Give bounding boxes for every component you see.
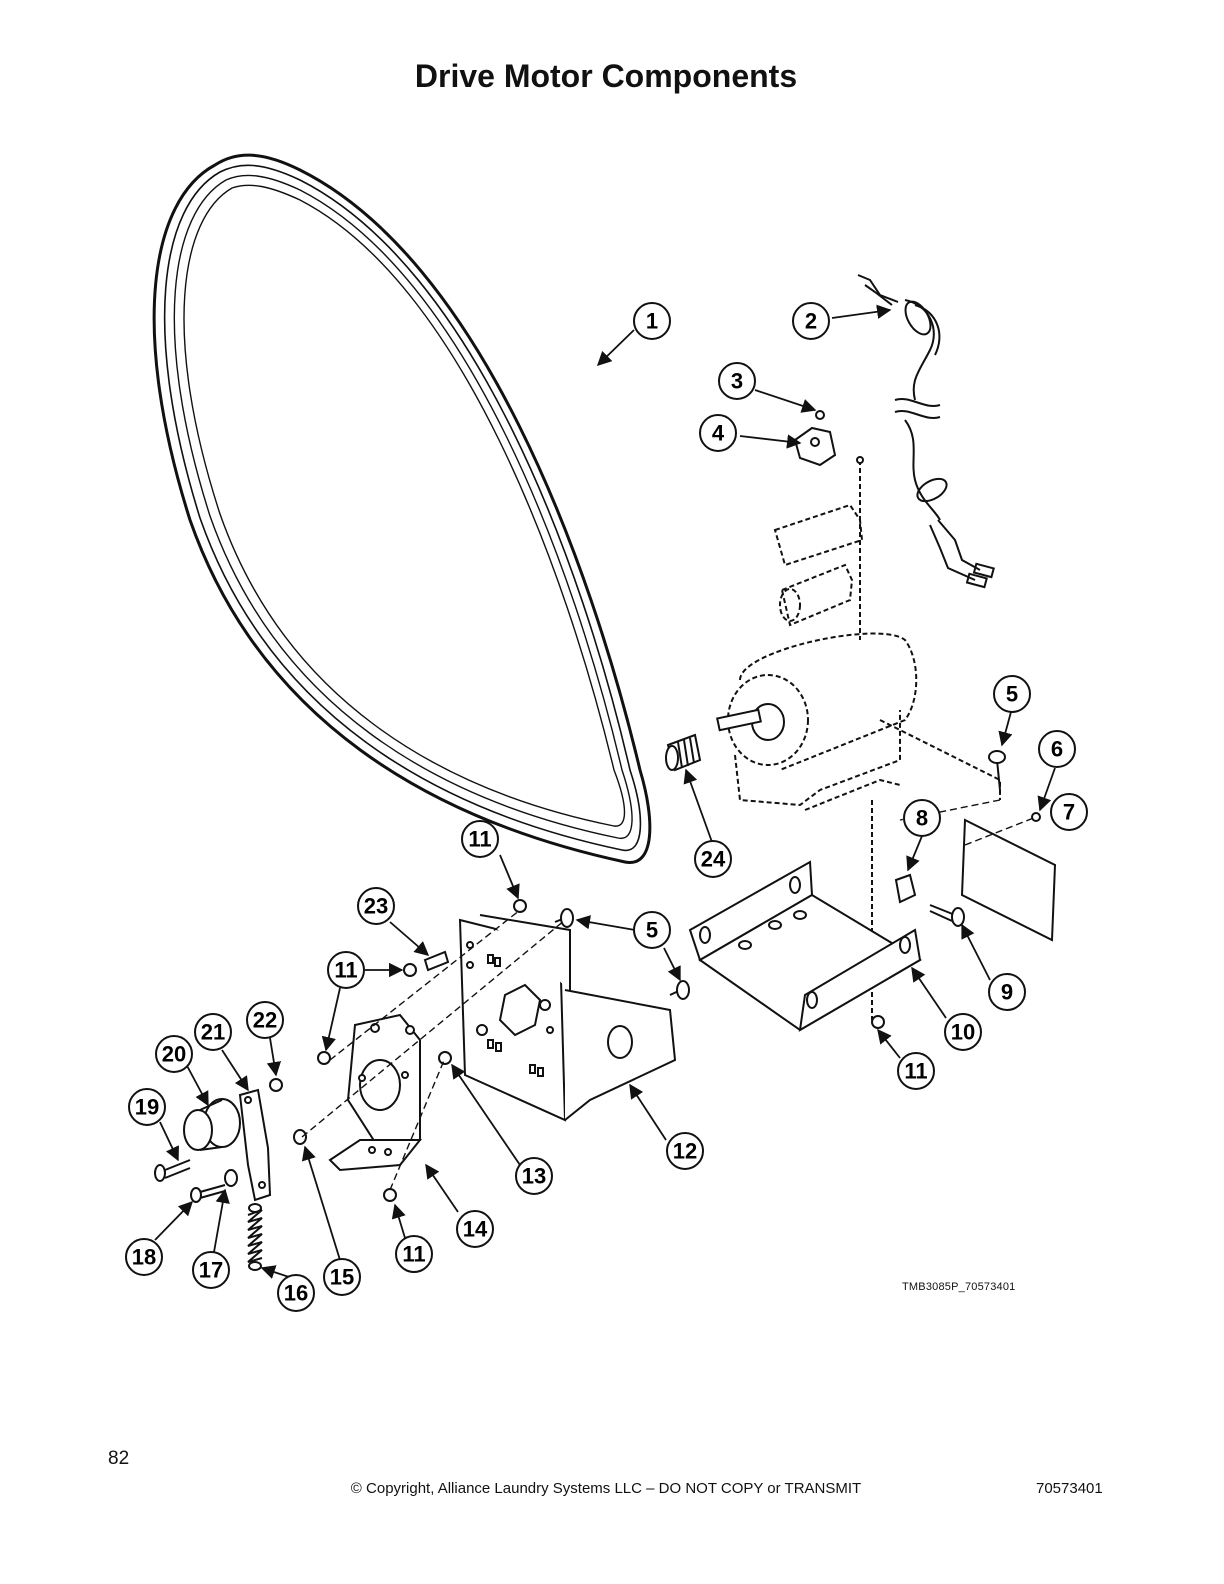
callout-23-label: 23 xyxy=(364,894,388,919)
callout-19-label: 19 xyxy=(135,1095,159,1120)
callout-7-label: 7 xyxy=(1063,800,1075,825)
callout-2-label: 2 xyxy=(805,309,817,334)
bolt-9 xyxy=(929,904,965,927)
idler-arm xyxy=(238,1088,272,1202)
callout-12-label: 12 xyxy=(673,1139,697,1164)
callout-3-label: 3 xyxy=(731,369,743,394)
callout-5-lower: 5 xyxy=(633,911,671,949)
idler-pulley xyxy=(183,1098,241,1151)
callout-20-label: 20 xyxy=(162,1042,186,1067)
callout-10-label: 10 xyxy=(951,1020,975,1045)
callout-8: 8 xyxy=(903,799,941,837)
callout-14: 14 xyxy=(456,1210,494,1248)
small-hardware xyxy=(154,456,1041,1203)
callout-9-label: 9 xyxy=(1001,980,1013,1005)
callout-12: 12 xyxy=(666,1132,704,1170)
callout-17-label: 17 xyxy=(199,1258,223,1283)
callout-1: 1 xyxy=(633,302,671,340)
callout-14-label: 14 xyxy=(463,1217,488,1242)
callout-13-label: 13 xyxy=(522,1164,546,1189)
callout-6: 6 xyxy=(1038,730,1076,768)
callout-19: 19 xyxy=(128,1088,166,1126)
callout-24-label: 24 xyxy=(701,847,726,872)
cover-plate xyxy=(960,818,1057,942)
callout-11-bottom: 11 xyxy=(395,1235,433,1273)
callout-20: 20 xyxy=(155,1035,193,1073)
callout-8-label: 8 xyxy=(916,806,928,831)
callout-23: 23 xyxy=(357,887,395,925)
callout-7: 7 xyxy=(1050,793,1088,831)
callout-11-right: 11 xyxy=(897,1052,935,1090)
callout-22-label: 22 xyxy=(253,1008,277,1033)
leader-lines xyxy=(154,304,1056,1279)
callout-16: 16 xyxy=(277,1274,315,1312)
callout-13: 13 xyxy=(515,1157,553,1195)
page-title: Drive Motor Components xyxy=(414,58,798,94)
wire-harness xyxy=(857,274,995,589)
callout-15: 15 xyxy=(323,1258,361,1296)
callout-9: 9 xyxy=(988,973,1026,1011)
motor-base xyxy=(688,860,922,1032)
clip xyxy=(894,873,917,904)
drive-belt xyxy=(152,153,652,864)
assembly-lines xyxy=(301,799,1037,1191)
capacitor-bracket xyxy=(793,410,837,467)
callout-6-label: 6 xyxy=(1051,737,1063,762)
callout-11-right-label: 11 xyxy=(904,1059,927,1084)
callout-21: 21 xyxy=(194,1013,232,1051)
callout-18: 18 xyxy=(125,1238,163,1276)
callout-11-bottom-label: 11 xyxy=(402,1242,425,1267)
callout-5-label: 5 xyxy=(1006,682,1018,707)
callout-22: 22 xyxy=(246,1001,284,1039)
document-number: 70573401 xyxy=(1036,1480,1103,1497)
spring xyxy=(247,1203,263,1271)
callout-11-top-label: 11 xyxy=(468,827,491,852)
motor-shaft xyxy=(716,703,785,741)
callout-5-lower-label: 5 xyxy=(646,918,658,943)
callout-3: 3 xyxy=(718,362,756,400)
callout-10: 10 xyxy=(944,1013,982,1051)
callout-5: 5 xyxy=(993,675,1031,713)
callout-2: 2 xyxy=(792,302,830,340)
copyright-notice: © Copyright, Alliance Laundry Systems LL… xyxy=(350,1480,862,1497)
callout-21-label: 21 xyxy=(201,1020,225,1045)
callout-11-left-label: 11 xyxy=(334,958,357,983)
callout-4: 4 xyxy=(699,414,737,452)
callout-11-top: 11 xyxy=(461,820,499,858)
callout-24: 24 xyxy=(694,840,732,878)
drawing-code: TMB3085P_70573401 xyxy=(902,1281,1016,1293)
idler-plate xyxy=(328,1013,423,1172)
callout-15-label: 15 xyxy=(330,1265,354,1290)
callout-11-left: 11 xyxy=(327,951,365,989)
page-number: 82 xyxy=(108,1448,130,1469)
motor-pulley xyxy=(665,733,702,772)
callout-17: 17 xyxy=(192,1251,230,1289)
callout-18-label: 18 xyxy=(132,1245,156,1270)
callouts: 1 2 3 4 5 6 7 8 9 10 11 11 11 11 12 13 1… xyxy=(125,302,1088,1312)
callout-4-label: 4 xyxy=(712,421,725,446)
drive-motor xyxy=(727,460,1001,1020)
callout-1-label: 1 xyxy=(646,309,658,334)
callout-16-label: 16 xyxy=(284,1281,308,1306)
